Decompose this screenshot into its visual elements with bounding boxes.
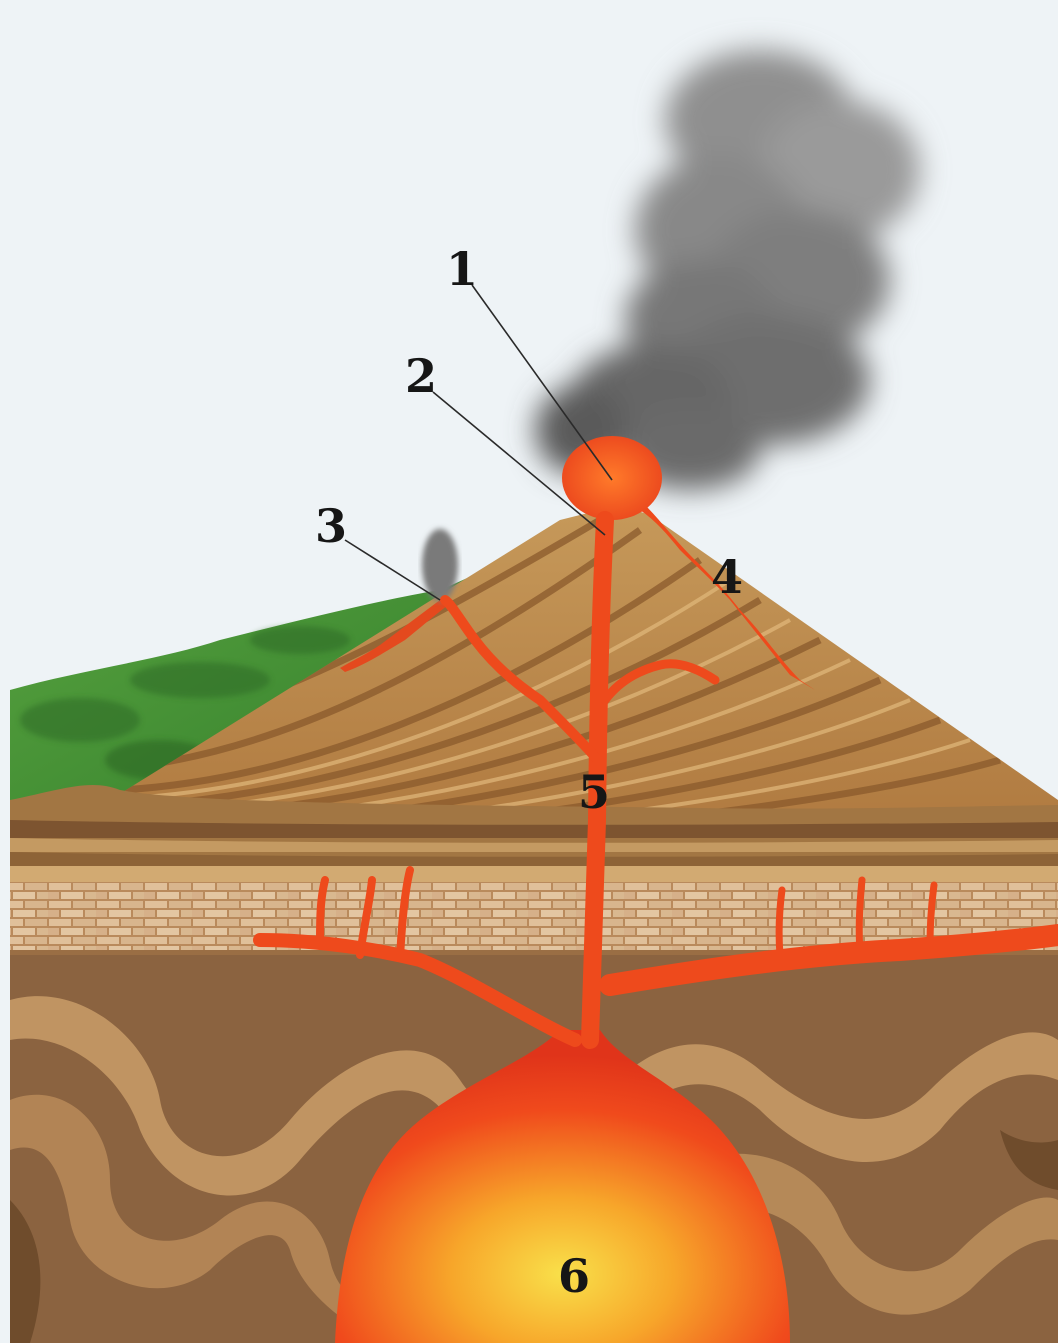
callout-1: 1 [446, 242, 478, 296]
rock-strata [10, 785, 1058, 960]
side-vent-smoke [422, 529, 458, 601]
callout-5: 5 [578, 765, 610, 819]
crater [562, 436, 662, 520]
callout-2: 2 [405, 349, 437, 403]
callout-3: 3 [315, 499, 347, 553]
callout-4: 4 [711, 550, 743, 604]
callout-6: 6 [558, 1249, 590, 1303]
